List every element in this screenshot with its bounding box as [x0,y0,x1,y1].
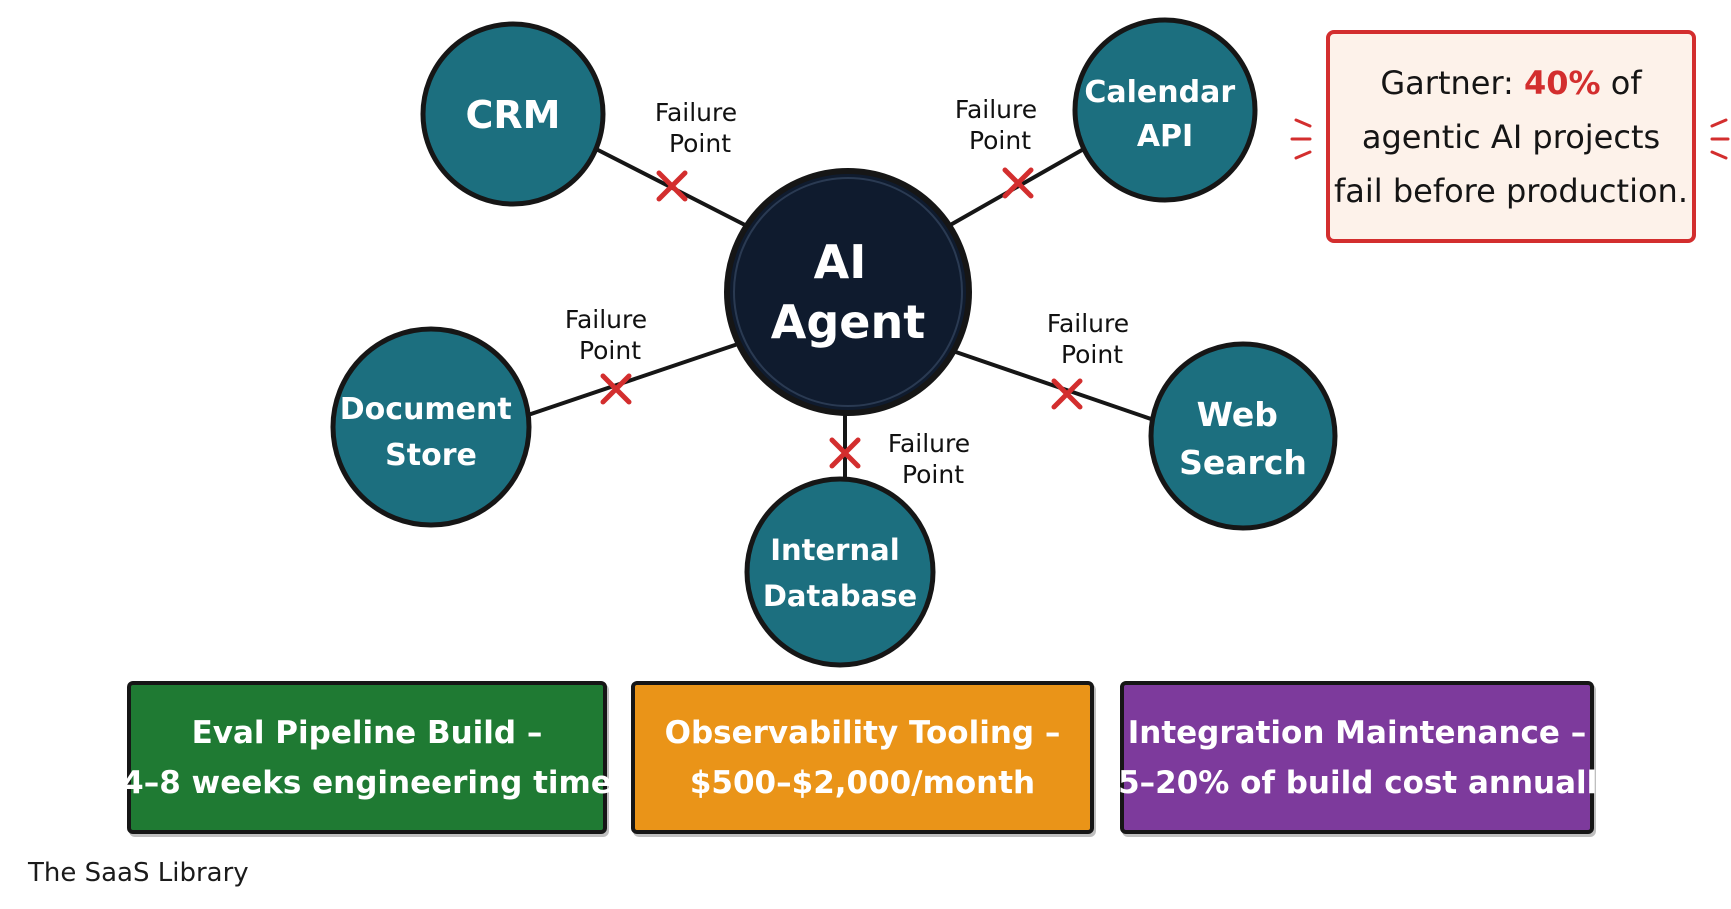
node-crm-label: CRM [466,93,561,137]
node-web-search: Web Search [1148,341,1338,531]
emphasis-marks [1290,118,1730,160]
node-calendar-api: Calendar API [1072,17,1258,203]
center-label: AI Agent [771,235,925,349]
failure-label-database: Failure Point [888,429,978,489]
eval-pipeline-box: Eval Pipeline Build – 4–8 weeks engineer… [122,681,612,834]
failure-marks [600,167,1083,469]
eval-line-1: Eval Pipeline Build – [191,714,543,751]
failure-label-calendar: Failure Point [955,95,1045,155]
integration-line-1: Integration Maintenance – [1127,714,1587,751]
integration-maintenance-box: Integration Maintenance – 15–20% of buil… [1097,681,1617,834]
eval-line-2: 4–8 weeks engineering time [122,764,612,801]
brand-footer: The SaaS Library [28,858,249,888]
failure-label-web: Failure Point [1047,309,1137,369]
integration-line-2: 15–20% of build cost annually [1096,764,1618,801]
stat-line-2: agentic AI projects [1361,117,1661,156]
node-document-label: Document Store [340,392,522,473]
x-mark-icon [1051,378,1083,410]
connector-document [523,343,737,418]
stat-line-1: Gartner: 40% of [1380,63,1642,102]
gartner-stat-callout: Gartner: 40% of agentic AI projects fail… [1326,30,1696,243]
observability-line-2: $500–$2,000/month [689,764,1036,801]
x-mark-icon [829,437,861,469]
failure-label-crm: Failure Point [655,98,745,158]
connector-web [948,348,1156,422]
observability-line-1: Observability Tooling – [664,714,1061,751]
stat-line-3: fail before production. [1334,171,1688,210]
node-crm: CRM [420,21,606,207]
failure-label-document: Failure Point [565,305,655,365]
node-web-label: Web Search [1179,395,1307,482]
x-mark-icon [1002,167,1034,199]
node-ai-agent: AI Agent [724,168,972,416]
x-mark-icon [600,373,632,405]
observability-box: Observability Tooling – $500–$2,000/mont… [631,681,1094,834]
node-calendar-label: Calendar API [1084,75,1245,154]
x-mark-icon [656,170,688,202]
node-database-label: Internal Database [763,533,917,613]
stat-highlight: 40% [1524,63,1601,102]
node-internal-database: Internal Database [744,476,936,668]
node-document-store: Document Store [330,326,532,528]
